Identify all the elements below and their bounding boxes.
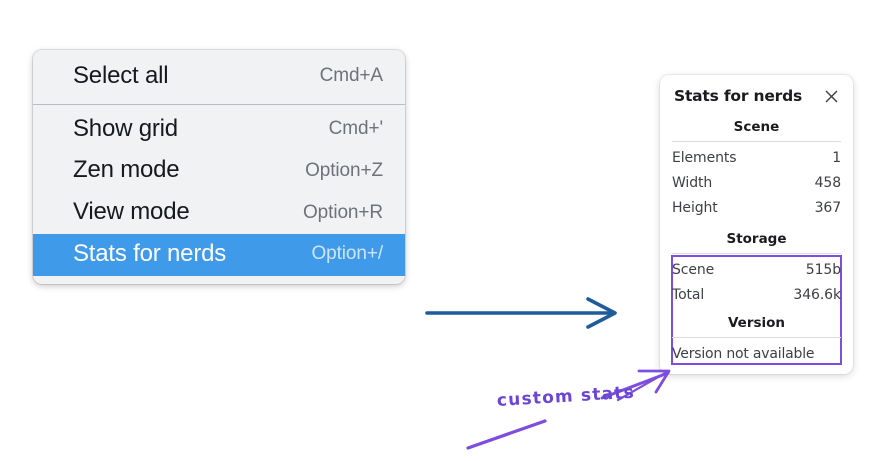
- menu-item-shortcut: Option+/: [311, 243, 383, 265]
- handwritten-annotation-label: custom stats: [496, 382, 636, 411]
- stat-key: Total: [672, 286, 705, 303]
- section-heading-version: Version: [727, 315, 786, 332]
- panel-header: Stats for nerds: [660, 87, 853, 105]
- section-heading-scene: Scene: [733, 119, 780, 135]
- menu-item-zen-mode[interactable]: Zen mode Option+Z: [33, 150, 405, 192]
- stat-value: 1: [832, 150, 841, 166]
- menu-item-label: Zen mode: [73, 156, 180, 184]
- stat-key: Height: [672, 199, 718, 216]
- menu-item-stats-for-nerds[interactable]: Stats for nerds Option+/: [33, 233, 405, 276]
- section-rule: [672, 252, 841, 254]
- stat-value: 346.6k: [793, 286, 841, 303]
- menu-item-label: Show grid: [73, 114, 178, 142]
- menu-item-shortcut: Cmd+A: [319, 65, 383, 87]
- stat-key: Scene: [672, 261, 715, 278]
- purple-underline-annotation: [466, 419, 547, 450]
- section-version: Version Version not available: [672, 314, 841, 364]
- section-storage: Storage Scene 515b Total 346.6k: [672, 230, 841, 308]
- stat-key: Elements: [672, 150, 737, 166]
- menu-group-2: Show grid Cmd+' Zen mode Option+Z View m…: [33, 109, 405, 276]
- version-text: Version not available: [672, 346, 815, 363]
- menu-divider: [33, 103, 405, 105]
- blue-arrow-annotation: [425, 297, 617, 329]
- menu-item-select-all[interactable]: Select all Cmd+A: [33, 56, 405, 98]
- stat-row-elements: Elements 1: [672, 146, 841, 171]
- menu-item-shortcut: Cmd+': [328, 118, 383, 140]
- section-rule: [672, 337, 841, 339]
- stat-value: 367: [814, 199, 842, 216]
- menu-item-shortcut: Option+Z: [305, 159, 383, 181]
- section-scene: Scene Elements 1 Width 458 Height 367: [672, 118, 841, 221]
- panel-title: Stats for nerds: [674, 87, 803, 105]
- stat-row-width: Width 458: [672, 171, 841, 196]
- menu-item-shortcut: Option+R: [303, 201, 383, 223]
- stat-row-storage-total: Total 346.6k: [672, 283, 841, 308]
- menu-item-show-grid[interactable]: Show grid Cmd+': [33, 109, 405, 151]
- menu-group-1: Select all Cmd+A: [33, 56, 405, 98]
- stat-value: 515b: [805, 261, 841, 278]
- close-icon[interactable]: [823, 88, 840, 105]
- stat-value: 458: [814, 174, 842, 191]
- menu-item-view-mode[interactable]: View mode Option+R: [33, 192, 405, 234]
- context-menu[interactable]: Select all Cmd+A Show grid Cmd+' Zen mod…: [33, 50, 405, 284]
- stat-key: Width: [672, 174, 713, 191]
- stat-row-height: Height 367: [672, 196, 841, 221]
- section-rule: [672, 141, 841, 142]
- stats-for-nerds-panel: Stats for nerds Scene Elements 1 Width 4…: [660, 75, 853, 375]
- menu-item-label: Stats for nerds: [73, 239, 227, 267]
- section-heading-storage: Storage: [726, 230, 787, 247]
- menu-item-label: View mode: [73, 198, 190, 226]
- stats-content: Scene Elements 1 Width 458 Height 367 St…: [660, 118, 853, 364]
- stat-row-storage-scene: Scene 515b: [672, 258, 841, 283]
- menu-item-label: Select all: [73, 62, 169, 89]
